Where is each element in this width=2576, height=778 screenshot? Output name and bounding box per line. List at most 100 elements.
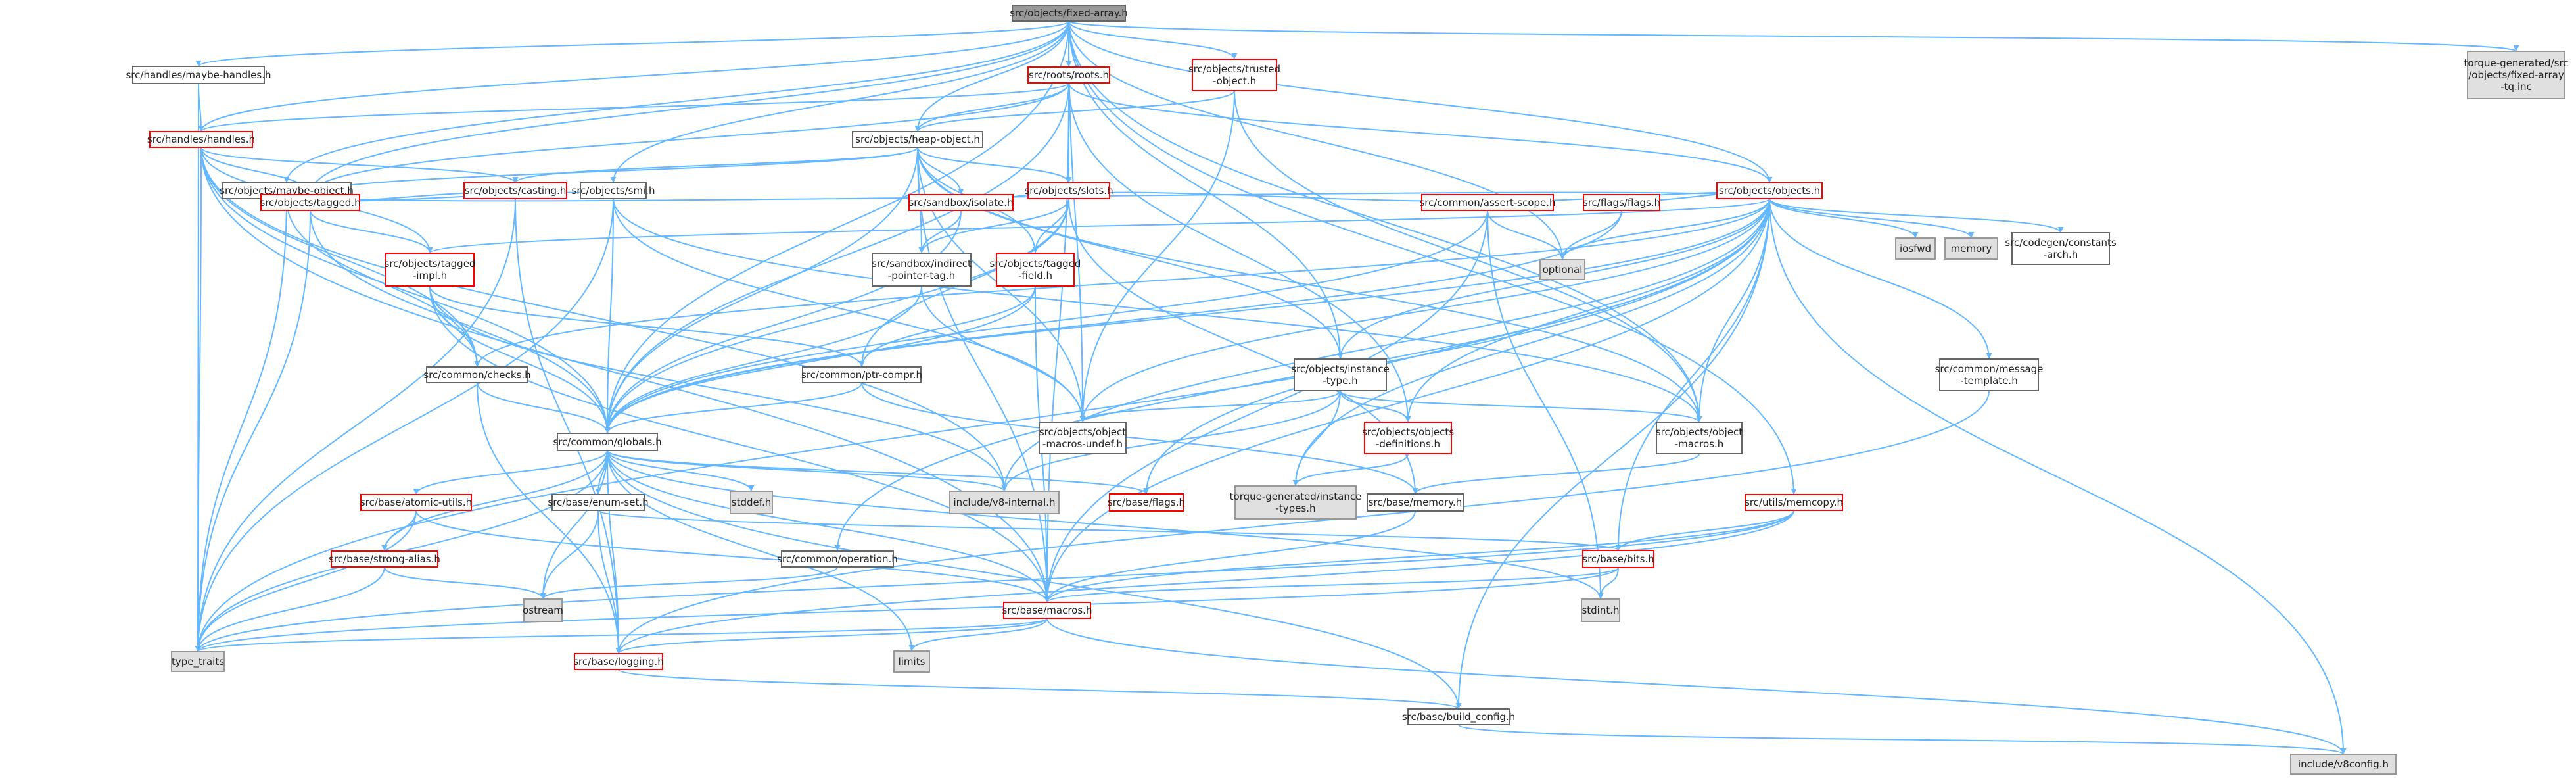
- node-bits[interactable]: src/base/bits.h: [1582, 550, 1654, 568]
- edge-sandbox_isolate-to-indirect_pointer: [918, 210, 962, 254]
- node-box: [1656, 422, 1743, 454]
- node-build-config[interactable]: src/base/build_config.h: [1402, 708, 1515, 725]
- edge-fixed_array-to-torque_fixed: [1068, 20, 2519, 52]
- node-iosfwd[interactable]: iosfwd: [1895, 237, 1936, 260]
- node-label: src/common/checks.h: [423, 369, 530, 381]
- node-maybe-handles[interactable]: src/handles/maybe-handles.h: [126, 66, 271, 84]
- edge-operation-to-ostream: [540, 566, 838, 600]
- edge-fixed_array-to-instance_type: [1068, 20, 1344, 360]
- edge-tagged-to-tagged_impl: [310, 210, 433, 254]
- node-label: src/objects/object: [1656, 426, 1743, 438]
- node-ostream[interactable]: ostream: [523, 598, 563, 622]
- node-limits[interactable]: limits: [893, 650, 930, 673]
- node-smi[interactable]: src/objects/smi.h: [572, 182, 655, 199]
- edges-layer: [195, 20, 2519, 755]
- node-indirect-pointer[interactable]: src/sandbox/indirect-pointer-tag.h: [872, 253, 972, 287]
- node-label: -arch.h: [2044, 249, 2078, 260]
- node-torque-instance[interactable]: torque-generated/instance-types.h: [1230, 485, 1362, 520]
- node-object-macros[interactable]: src/objects/object-macros.h: [1656, 422, 1743, 454]
- node-stddef[interactable]: stddef.h: [730, 491, 773, 514]
- edge-fixed_array-to-maybe_handles: [195, 20, 1069, 67]
- edge-heap_object-to-macros: [917, 147, 1050, 603]
- node-label: src/objects/objects.h: [1719, 185, 1820, 197]
- node-tagged-field[interactable]: src/objects/tagged-field.h: [990, 253, 1081, 287]
- node-objects-definitions[interactable]: src/objects/objects-definitions.h: [1362, 422, 1454, 454]
- node-globals[interactable]: src/common/globals.h: [553, 433, 662, 451]
- node-ptr-compr[interactable]: src/common/ptr-compr.h: [801, 366, 922, 383]
- node-roots[interactable]: src/roots/roots.h: [1027, 66, 1110, 84]
- edge-globals-to-atomic_utils: [413, 450, 608, 495]
- edge-trusted_object-to-heap_object: [914, 90, 1235, 132]
- node-label: src/base/logging.h: [573, 656, 664, 668]
- edge-tagged-to-globals: [310, 210, 611, 434]
- node-heap-object[interactable]: src/objects/heap-object.h: [852, 131, 983, 148]
- node-assert-scope[interactable]: src/common/assert-scope.h: [1419, 194, 1556, 211]
- node-label: include/v8config.h: [2298, 758, 2389, 770]
- node-base-flags[interactable]: src/base/flags.h: [1108, 493, 1185, 512]
- node-codegen-constants[interactable]: src/codegen/constants-arch.h: [2005, 232, 2117, 265]
- edge-globals-to-stdint: [607, 450, 1604, 600]
- node-operation[interactable]: src/common/operation.h: [777, 550, 898, 568]
- edge-globals-to-limits: [607, 450, 915, 652]
- node-flags[interactable]: src/flags/flags.h: [1583, 194, 1660, 211]
- node-box: [1109, 493, 1184, 512]
- node-macros-undef[interactable]: src/objects/object-macros-undef.h: [1039, 422, 1127, 454]
- edge-casting-to-type_traits: [195, 198, 516, 652]
- node-atomic-utils[interactable]: src/base/atomic-utils.h: [360, 494, 472, 511]
- node-box: [1582, 550, 1654, 568]
- edge-memcopy-to-bits: [1615, 510, 1794, 551]
- node-memcopy[interactable]: src/utils/memcopy.h: [1745, 494, 1843, 511]
- node-type-traits[interactable]: type_traits: [171, 651, 225, 672]
- node-label: src/objects/tagged: [990, 258, 1081, 270]
- node-tagged[interactable]: src/objects/tagged.h: [260, 194, 361, 211]
- edge-bits-to-macros: [1044, 567, 1619, 603]
- node-instance-type[interactable]: src/objects/instance-type.h: [1291, 358, 1390, 391]
- node-stdint[interactable]: stdint.h: [1581, 598, 1620, 622]
- node-message-template[interactable]: src/common/message-template.h: [1935, 358, 2044, 391]
- node-slots[interactable]: src/objects/slots.h: [1024, 182, 1113, 199]
- node-tagged-impl[interactable]: src/objects/tagged-impl.h: [385, 253, 476, 287]
- node-casting[interactable]: src/objects/casting.h: [463, 182, 567, 199]
- node-torque-fixed[interactable]: torque-generated/src/objects/fixed-array…: [2464, 51, 2569, 99]
- node-box: [1895, 237, 1936, 260]
- node-box: [1027, 182, 1110, 199]
- edge-sandbox_isolate-to-globals: [604, 210, 962, 434]
- node-logging[interactable]: src/base/logging.h: [573, 653, 664, 670]
- node-label: src/common/operation.h: [777, 553, 898, 565]
- node-fixed-array[interactable]: src/objects/fixed-array.h: [1010, 5, 1128, 22]
- edge-macros-to-limits: [908, 618, 1048, 652]
- node-strong-alias[interactable]: src/base/strong-alias.h: [329, 550, 440, 568]
- node-label: torque-generated/src: [2464, 57, 2568, 69]
- node-box: [1581, 598, 1620, 622]
- node-label: src/base/enum-set.h: [548, 497, 648, 508]
- edge-build_config-to-v8config: [1458, 724, 2347, 755]
- edge-roots-to-tagged: [307, 82, 1069, 195]
- edge-roots-to-handles: [198, 82, 1069, 132]
- edge-roots-to-objects_definitions: [1068, 82, 1411, 423]
- node-label: src/objects/tagged: [385, 258, 476, 270]
- node-base-memory[interactable]: src/base/memory.h: [1367, 493, 1464, 512]
- edge-objects-to-message_template: [1769, 198, 1992, 360]
- node-v8-internal[interactable]: include/v8-internal.h: [949, 491, 1060, 514]
- node-box: [2467, 51, 2565, 99]
- node-label: -types.h: [1275, 502, 1315, 514]
- node-label: torque-generated/instance: [1230, 491, 1362, 502]
- node-sandbox-isolate[interactable]: src/sandbox/isolate.h: [908, 194, 1014, 211]
- edge-fixed_array-to-heap_object: [914, 20, 1069, 132]
- edge-casting-to-logging: [515, 198, 622, 654]
- node-box: [574, 653, 663, 670]
- node-enum-set[interactable]: src/base/enum-set.h: [548, 494, 649, 511]
- edge-objects-to-memory: [1769, 198, 1975, 239]
- node-box: [781, 550, 894, 568]
- node-objects[interactable]: src/objects/objects.h: [1716, 182, 1823, 199]
- node-label: src/utils/memcopy.h: [1745, 497, 1843, 508]
- node-optional[interactable]: optional: [1539, 259, 1585, 280]
- node-handles[interactable]: src/handles/handles.h: [147, 131, 255, 148]
- node-checks[interactable]: src/common/checks.h: [423, 366, 531, 383]
- node-v8config[interactable]: include/v8config.h: [2290, 754, 2397, 775]
- node-memory[interactable]: memory: [1944, 237, 1998, 260]
- edge-objects-to-torque_instance: [1292, 198, 1770, 487]
- node-macros[interactable]: src/base/macros.h: [1002, 602, 1092, 619]
- node-trusted-object[interactable]: src/objects/trusted-object.h: [1188, 59, 1280, 91]
